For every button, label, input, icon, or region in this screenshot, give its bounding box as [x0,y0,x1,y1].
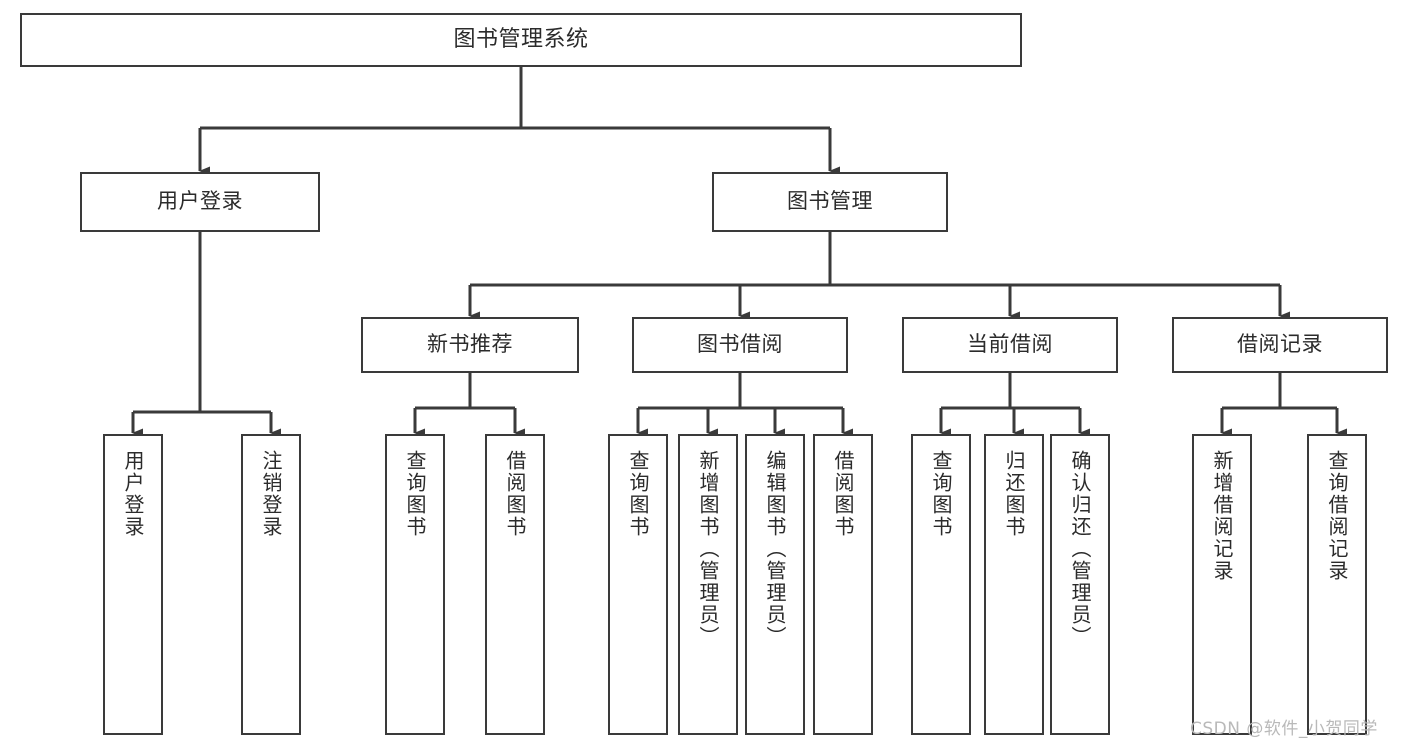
node-user-login[interactable]: 用户登录 [80,172,320,232]
node-leaf-borrow-book[interactable]: 借阅图书 [813,434,873,735]
node-leaf-edit-book-label: 编辑图书（管理员） [763,450,787,648]
node-borrow-records[interactable]: 借阅记录 [1172,317,1388,373]
node-leaf-borrow-book-recommend[interactable]: 借阅图书 [485,434,545,735]
node-leaf-add-book[interactable]: 新增图书（管理员） [678,434,738,735]
node-root[interactable]: 图书管理系统 [20,13,1022,67]
node-leaf-user-login[interactable]: 用户登录 [103,434,163,735]
csdn-watermark: CSDN @软件_小贺同学 [1190,719,1378,739]
node-book-management-label: 图书管理 [787,189,873,214]
node-leaf-edit-book[interactable]: 编辑图书（管理员） [745,434,805,735]
node-leaf-return-book[interactable]: 归还图书 [984,434,1044,735]
node-leaf-query-book-recommend-label: 查询图书 [403,450,427,538]
node-book-borrow-label: 图书借阅 [697,332,783,357]
node-leaf-add-borrow-record[interactable]: 新增借阅记录 [1192,434,1252,735]
node-leaf-user-login-label: 用户登录 [121,450,145,538]
node-user-login-label: 用户登录 [157,189,243,214]
node-leaf-add-borrow-record-label: 新增借阅记录 [1210,450,1234,582]
node-leaf-confirm-return-label: 确认归还（管理员） [1068,450,1092,648]
node-leaf-query-book-recommend[interactable]: 查询图书 [385,434,445,735]
node-new-book-recommend-label: 新书推荐 [427,332,513,357]
node-leaf-query-borrow-record[interactable]: 查询借阅记录 [1307,434,1367,735]
node-book-management[interactable]: 图书管理 [712,172,948,232]
node-current-borrow-label: 当前借阅 [967,332,1053,357]
node-leaf-query-book-borrow-label: 查询图书 [626,450,650,538]
node-leaf-confirm-return[interactable]: 确认归还（管理员） [1050,434,1110,735]
node-leaf-logout[interactable]: 注销登录 [241,434,301,735]
node-book-borrow[interactable]: 图书借阅 [632,317,848,373]
node-leaf-logout-label: 注销登录 [259,450,283,538]
node-leaf-add-book-label: 新增图书（管理员） [696,450,720,648]
node-current-borrow[interactable]: 当前借阅 [902,317,1118,373]
node-leaf-query-book-borrow[interactable]: 查询图书 [608,434,668,735]
node-leaf-borrow-book-recommend-label: 借阅图书 [503,450,527,538]
node-leaf-return-book-label: 归还图书 [1002,450,1026,538]
node-new-book-recommend[interactable]: 新书推荐 [361,317,579,373]
node-root-label: 图书管理系统 [453,26,589,52]
node-leaf-query-book-current[interactable]: 查询图书 [911,434,971,735]
node-leaf-borrow-book-label: 借阅图书 [831,450,855,538]
node-leaf-query-book-current-label: 查询图书 [929,450,953,538]
node-borrow-records-label: 借阅记录 [1237,332,1323,357]
node-leaf-query-borrow-record-label: 查询借阅记录 [1325,450,1349,582]
